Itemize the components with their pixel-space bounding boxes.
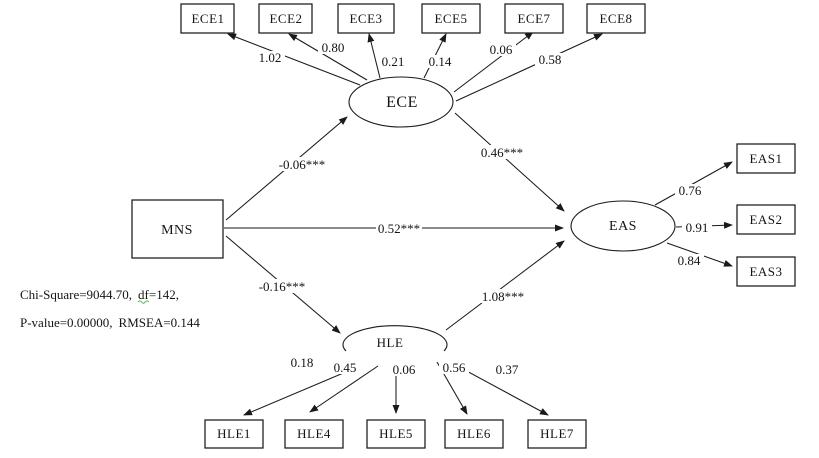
svg-text:0.84: 0.84 <box>678 253 701 268</box>
hle6-label: HLE6 <box>457 426 491 441</box>
arrow-ece-to-eas <box>454 112 565 212</box>
coef-mns-eas: 0.52*** <box>376 221 422 236</box>
loading-ece8: 0.58 <box>535 52 565 67</box>
svg-text:-0.06***: -0.06*** <box>279 157 326 172</box>
loading-eas3: 0.84 <box>674 253 704 268</box>
arrow-hle-to-hle1 <box>243 365 361 416</box>
loading-eas1: 0.76 <box>675 183 705 198</box>
svg-text:0.52***: 0.52*** <box>378 221 420 236</box>
spellcheck-squiggle <box>137 300 150 304</box>
svg-text:0.18: 0.18 <box>291 355 314 370</box>
ece3-label: ECE3 <box>349 11 382 26</box>
ece2-label: ECE2 <box>269 11 302 26</box>
eas1-box <box>736 143 796 174</box>
svg-text:1.08***: 1.08*** <box>482 289 524 304</box>
fit-line1: Chi-Square=9044.70,df=142, <box>20 287 179 302</box>
loading-ece7: 0.06 <box>486 42 516 57</box>
svg-text:0.46***: 0.46*** <box>481 145 523 160</box>
arrow-ece-to-ece8 <box>455 33 603 102</box>
svg-text:0.06: 0.06 <box>393 362 416 377</box>
eas2-label: EAS2 <box>749 212 782 227</box>
coef-ece-eas: 0.46*** <box>479 145 525 160</box>
coef-mns-hle: -0.16*** <box>256 279 308 294</box>
latent-hle-label: HLE <box>377 335 404 350</box>
loading-ece3: 0.21 <box>378 54 408 69</box>
ece7-label: ECE7 <box>517 11 550 26</box>
eas3-box <box>736 256 796 287</box>
arrow-eas-to-eas1 <box>654 161 733 206</box>
svg-text:0.76: 0.76 <box>679 183 702 198</box>
ece3-box <box>337 3 395 34</box>
coef-hle-eas: 1.08*** <box>480 289 526 304</box>
loading-ece5: 0.14 <box>425 54 455 69</box>
loading-hle4: 0.45 <box>330 360 360 375</box>
ece7-box <box>504 3 564 34</box>
latent-ece-label: ECE <box>386 94 418 111</box>
latent-eas-ellipse <box>570 200 676 252</box>
svg-text:0.58: 0.58 <box>539 52 562 67</box>
hle5-box <box>366 419 426 449</box>
loading-eas2: 0.91 <box>682 220 712 235</box>
ece8-label: ECE8 <box>599 11 632 26</box>
loading-ece2: 0.80 <box>318 40 348 55</box>
svg-text:0.14: 0.14 <box>429 54 452 69</box>
eas1-label: EAS1 <box>749 151 782 166</box>
fit-line2: P-value=0.00000,RMSEA=0.144 <box>20 315 200 330</box>
svg-text:1.02: 1.02 <box>259 50 282 65</box>
hle4-box <box>284 419 344 449</box>
arrow-hle-to-eas <box>445 240 565 331</box>
hle5-label: HLE5 <box>379 426 413 441</box>
ece2-box <box>258 3 313 34</box>
coef-mns-ece: -0.06*** <box>276 157 328 172</box>
hle7-box <box>527 419 587 449</box>
hle4-label: HLE4 <box>297 426 331 441</box>
arrow-hle-to-hle4 <box>309 365 379 413</box>
hle6-box <box>444 419 504 449</box>
latent-hle-ellipse <box>342 325 448 352</box>
loading-ece1: 1.02 <box>255 50 285 65</box>
mns-box <box>131 199 224 259</box>
loading-hle6: 0.56 <box>439 360 469 375</box>
eas3-label: EAS3 <box>749 264 782 279</box>
svg-text:0.80: 0.80 <box>322 40 345 55</box>
ece8-box <box>586 3 646 34</box>
svg-text:0.21: 0.21 <box>382 54 405 69</box>
arrow-ece-to-ece7 <box>453 31 534 93</box>
hle7-label: HLE7 <box>540 426 574 441</box>
arrow-ece-to-ece1 <box>227 33 361 86</box>
ece1-label: ECE1 <box>191 11 224 26</box>
svg-text:0.37: 0.37 <box>496 362 519 377</box>
latent-eas-label: EAS <box>609 219 637 234</box>
svg-text:-0.16***: -0.16*** <box>259 279 306 294</box>
mns-label: MNS <box>161 223 193 238</box>
loading-hle5: 0.06 <box>389 362 419 377</box>
hle1-label: HLE1 <box>217 426 251 441</box>
svg-text:0.45: 0.45 <box>334 360 357 375</box>
svg-text:0.91: 0.91 <box>686 220 709 235</box>
loading-hle7: 0.37 <box>492 362 522 377</box>
latent-ece-ellipse <box>348 76 454 128</box>
arrow-ece-to-ece3 <box>367 33 381 79</box>
svg-text:0.56: 0.56 <box>443 360 466 375</box>
hle1-box <box>204 419 264 449</box>
loading-hle1: 0.18 <box>287 355 317 370</box>
svg-text:0.06: 0.06 <box>490 42 513 57</box>
arrow-ece-to-ece2 <box>288 33 368 81</box>
ece5-box <box>421 3 481 34</box>
ece1-box <box>180 3 235 34</box>
eas2-box <box>736 204 796 235</box>
ece5-label: ECE5 <box>434 11 467 26</box>
